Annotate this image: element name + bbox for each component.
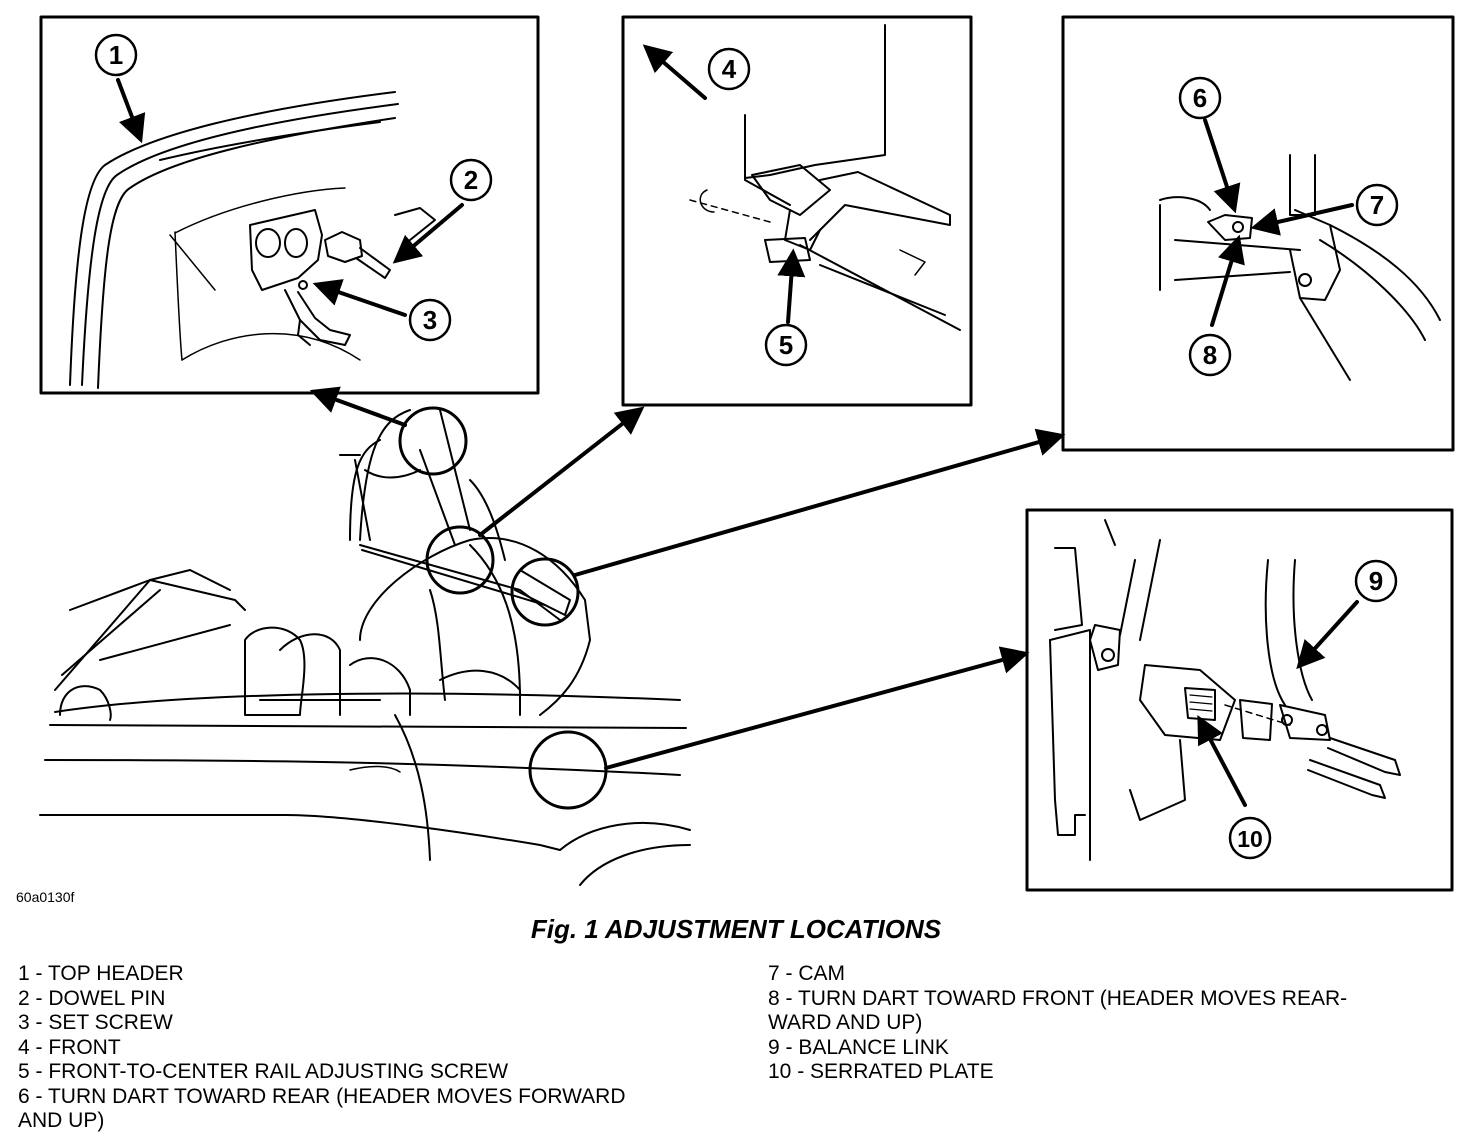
legend-item-10: 10 - SERRATED PLATE bbox=[768, 1060, 994, 1083]
callout-3: 3 bbox=[423, 305, 437, 335]
legend-item-9: 9 - BALANCE LINK bbox=[768, 1035, 949, 1059]
callout-9: 9 bbox=[1369, 566, 1383, 596]
callout-5: 5 bbox=[779, 330, 793, 360]
callout-pointers bbox=[116, 44, 1359, 807]
figure-caption: Fig. 1 ADJUSTMENT LOCATIONS bbox=[530, 914, 942, 944]
detail-box-header bbox=[39, 15, 540, 395]
legend-item-8: 8 - TURN DART TOWARD FRONT (HEADER MOVES… bbox=[768, 986, 1348, 1035]
location-circle-rail bbox=[425, 525, 495, 595]
legend-right: 7 - CAM 8 - TURN DART TOWARD FRONT (HEAD… bbox=[768, 962, 1428, 1085]
callout-10: 10 bbox=[1237, 826, 1263, 852]
detail-box-cam bbox=[1061, 15, 1455, 452]
legend-item-7: 7 - CAM bbox=[768, 962, 846, 985]
detail-box-rail-screw bbox=[621, 15, 973, 407]
leader-arrows bbox=[309, 386, 1066, 770]
legend-left: 1 - TOP HEADER 2 - DOWEL PIN 3 - SET SCR… bbox=[18, 962, 708, 1134]
leader-arrow-rail bbox=[478, 406, 645, 537]
legend-item-1: 1 - TOP HEADER bbox=[18, 962, 184, 985]
adjustment-locations-illustration: 1 2 3 4 5 6 7 8 9 10 bbox=[39, 15, 1455, 892]
leader-arrow-balance-link bbox=[604, 646, 1030, 770]
legend-item-4: 4 - FRONT bbox=[18, 1035, 121, 1059]
callout-7: 7 bbox=[1370, 190, 1384, 220]
leader-arrow-cam bbox=[573, 428, 1066, 577]
callout-4: 4 bbox=[722, 54, 737, 84]
callout-6: 6 bbox=[1193, 83, 1207, 113]
figure-code: 60a0130f bbox=[16, 889, 75, 905]
location-circles bbox=[398, 406, 608, 810]
legend-item-2: 2 - DOWEL PIN bbox=[18, 986, 166, 1010]
callout-2: 2 bbox=[464, 165, 478, 195]
location-circle-header bbox=[398, 406, 468, 476]
leader-arrow-header bbox=[309, 386, 407, 427]
callout-8: 8 bbox=[1203, 340, 1217, 370]
legend-item-3: 3 - SET SCREW bbox=[18, 1011, 173, 1034]
legend-item-5: 5 - FRONT-TO-CENTER RAIL ADJUSTING SCREW bbox=[18, 1060, 509, 1083]
vehicle-illustration bbox=[39, 409, 691, 886]
location-circle-cam bbox=[510, 557, 580, 627]
callout-1: 1 bbox=[109, 40, 123, 70]
callout-circles bbox=[94, 33, 1399, 860]
legend-item-6: 6 - TURN DART TOWARD REAR (HEADER MOVES … bbox=[18, 1084, 626, 1133]
